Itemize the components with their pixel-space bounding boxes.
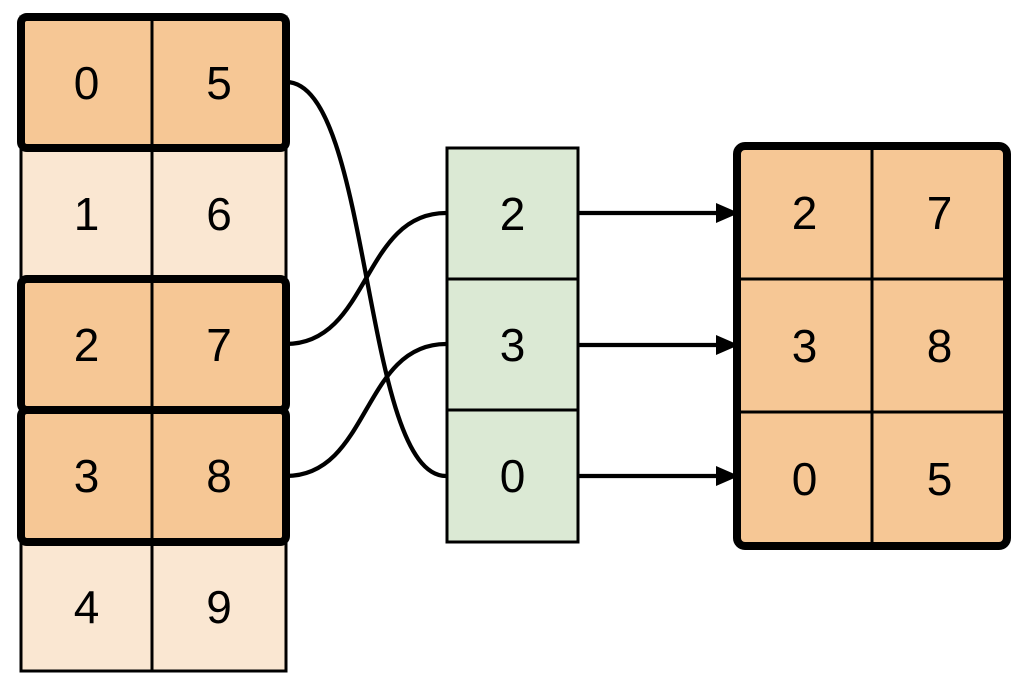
result-cell-r0c0: 2 <box>737 146 872 279</box>
source-cell-r2c0: 2 <box>21 279 152 410</box>
result-cell-r1c1: 8 <box>872 279 1007 412</box>
arrowhead-icon <box>716 335 739 355</box>
curve-source-row0-to-index-value-0 <box>285 79 447 479</box>
result-cell-r2c0: 0 <box>737 412 872 546</box>
result-cell-r2c1: 5 <box>872 412 1007 546</box>
source-cell-r0c1: 5 <box>152 17 286 148</box>
source-cell-r4c1: 9 <box>152 542 286 671</box>
source-cell-r2c1: 7 <box>152 279 286 410</box>
source-cell-r3c1: 8 <box>152 410 286 542</box>
result-cell-r0c1: 7 <box>872 146 1007 279</box>
source-cell-r0c0: 0 <box>21 17 152 148</box>
result-cell-r1c0: 3 <box>737 279 872 412</box>
arrow-index0-to-result-row0 <box>578 203 739 223</box>
curve-source-row2-to-index-value-2 <box>285 210 447 347</box>
index-cell-0: 2 <box>447 148 578 279</box>
source-cell-r4c0: 4 <box>21 542 152 671</box>
arrow-index1-to-result-row1 <box>578 335 739 355</box>
source-cell-r1c0: 1 <box>21 148 152 279</box>
source-cell-r3c0: 3 <box>21 410 152 542</box>
curve-source-row3-to-index-value-3 <box>285 341 447 479</box>
arrowhead-icon <box>716 203 739 223</box>
index-cell-2: 0 <box>447 410 578 542</box>
arrowhead-icon <box>716 466 739 486</box>
arrow-index2-to-result-row2 <box>578 466 739 486</box>
source-cell-r1c1: 6 <box>152 148 286 279</box>
index-cell-1: 3 <box>447 279 578 410</box>
